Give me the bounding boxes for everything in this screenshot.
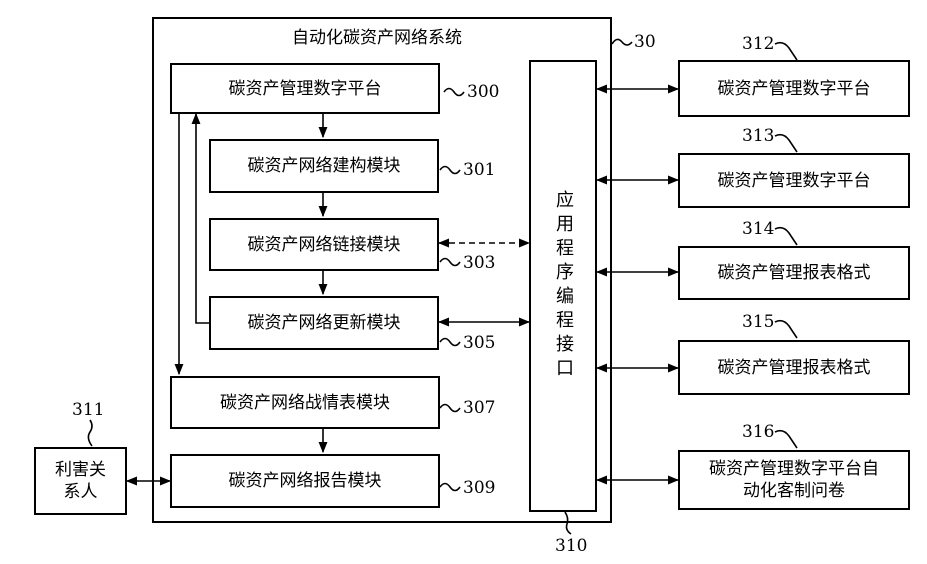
module-301-label: 碳资产网络建构模块 <box>248 155 401 177</box>
module-300-label: 碳资产管理数字平台 <box>229 78 382 100</box>
external-316-line1: 碳资产管理数字平台自 <box>709 458 879 480</box>
leader-311 <box>88 420 92 446</box>
ref-315: 315 <box>742 312 774 332</box>
api-box: 应用程序编程接口 <box>529 60 597 512</box>
external-314-label: 碳资产管理报表格式 <box>718 262 871 284</box>
module-307-label: 碳资产网络战情表模块 <box>220 392 390 414</box>
module-301-box: 碳资产网络建构模块 <box>209 139 439 193</box>
external-315-box: 碳资产管理报表格式 <box>678 340 910 395</box>
ref-312: 312 <box>742 34 774 54</box>
ref-316: 316 <box>742 422 774 442</box>
module-303-label: 碳资产网络链接模块 <box>248 234 401 256</box>
ref-301: 301 <box>463 160 495 180</box>
ref-313: 313 <box>742 126 774 146</box>
module-309-label: 碳资产网络报告模块 <box>229 470 382 492</box>
ref-307: 307 <box>463 398 495 418</box>
leader-316 <box>775 431 797 448</box>
leader-30 <box>612 39 632 45</box>
external-316-line2: 动化客制问卷 <box>709 480 879 502</box>
module-305-label: 碳资产网络更新模块 <box>248 312 401 334</box>
stakeholder-box: 利害关 系人 <box>34 447 127 515</box>
ref-303: 303 <box>463 253 495 273</box>
ref-311: 311 <box>72 400 104 420</box>
ref-310: 310 <box>555 536 587 556</box>
module-300-box: 碳资产管理数字平台 <box>170 63 440 114</box>
module-303-box: 碳资产网络链接模块 <box>209 218 439 271</box>
module-307-box: 碳资产网络战情表模块 <box>170 376 440 429</box>
external-315-label: 碳资产管理报表格式 <box>718 357 871 379</box>
external-313-label: 碳资产管理数字平台 <box>718 170 871 192</box>
external-313-box: 碳资产管理数字平台 <box>678 153 910 208</box>
ref-300: 300 <box>467 82 499 102</box>
leader-314 <box>775 228 797 245</box>
system-title: 自动化碳资产网络系统 <box>292 28 462 48</box>
external-312-label: 碳资产管理数字平台 <box>718 78 871 100</box>
module-305-box: 碳资产网络更新模块 <box>209 296 439 350</box>
leader-315 <box>775 321 797 338</box>
ref-305: 305 <box>463 333 495 353</box>
ref-30: 30 <box>634 32 656 52</box>
external-316-box: 碳资产管理数字平台自 动化客制问卷 <box>678 450 910 510</box>
ref-309: 309 <box>463 478 495 498</box>
api-label: 应用程序编程接口 <box>552 190 574 382</box>
leader-312 <box>775 43 797 60</box>
external-314-box: 碳资产管理报表格式 <box>678 246 910 300</box>
module-309-box: 碳资产网络报告模块 <box>170 454 440 508</box>
leader-313 <box>775 135 797 152</box>
ref-314: 314 <box>742 219 774 239</box>
stakeholder-line1: 利害关 <box>55 459 106 481</box>
stakeholder-line2: 系人 <box>55 481 106 503</box>
external-312-box: 碳资产管理数字平台 <box>678 60 910 117</box>
